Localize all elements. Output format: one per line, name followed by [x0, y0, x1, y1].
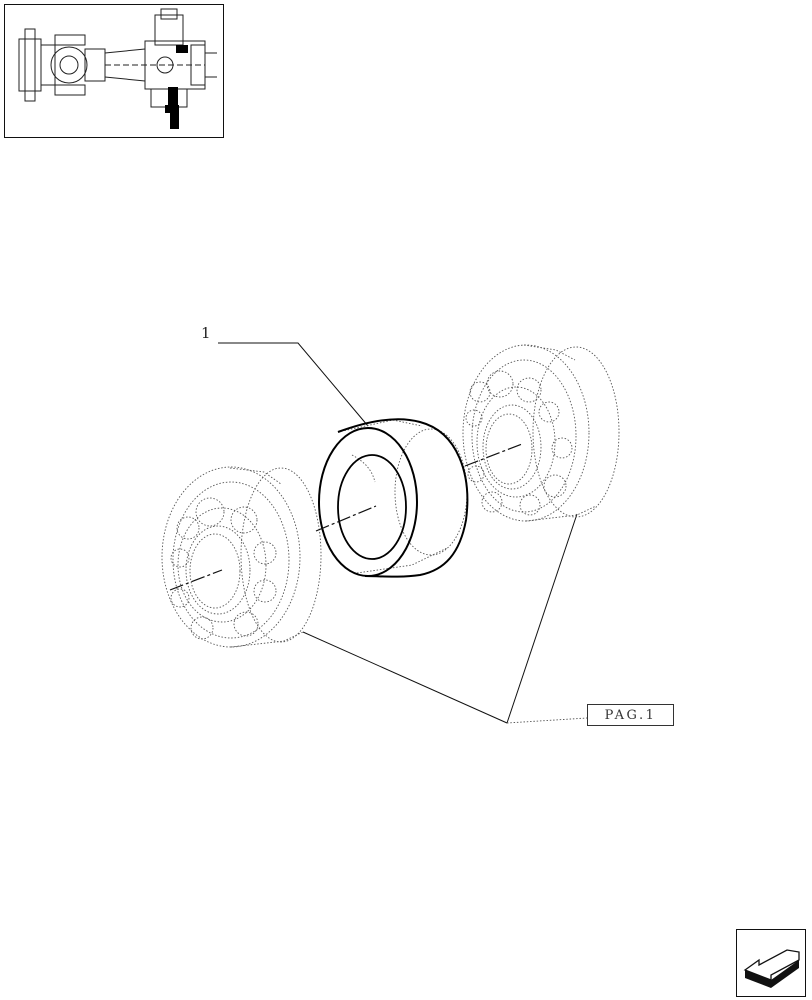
page-reference-box[interactable]: PAG.1 — [587, 704, 674, 726]
next-page-arrow-icon — [743, 949, 800, 988]
axle-assembly-thumbnail-icon — [18, 8, 217, 129]
page-ref-leader-right — [506, 513, 578, 724]
page-ref-leader-tail — [506, 717, 588, 724]
callout-1-leader — [218, 342, 369, 427]
assembly-axis-left — [169, 569, 223, 591]
assembly-axis-middle — [315, 505, 377, 532]
left-roller-bearing — [161, 466, 322, 648]
callout-number: 1 — [201, 324, 211, 342]
page-ref-leader-left — [302, 631, 508, 724]
axle-thumbnail — [4, 4, 224, 138]
sleeve-part-1 — [318, 418, 469, 578]
next-page-button[interactable] — [736, 929, 806, 997]
assembly-axis-right — [464, 443, 523, 467]
right-roller-bearing — [462, 344, 620, 522]
